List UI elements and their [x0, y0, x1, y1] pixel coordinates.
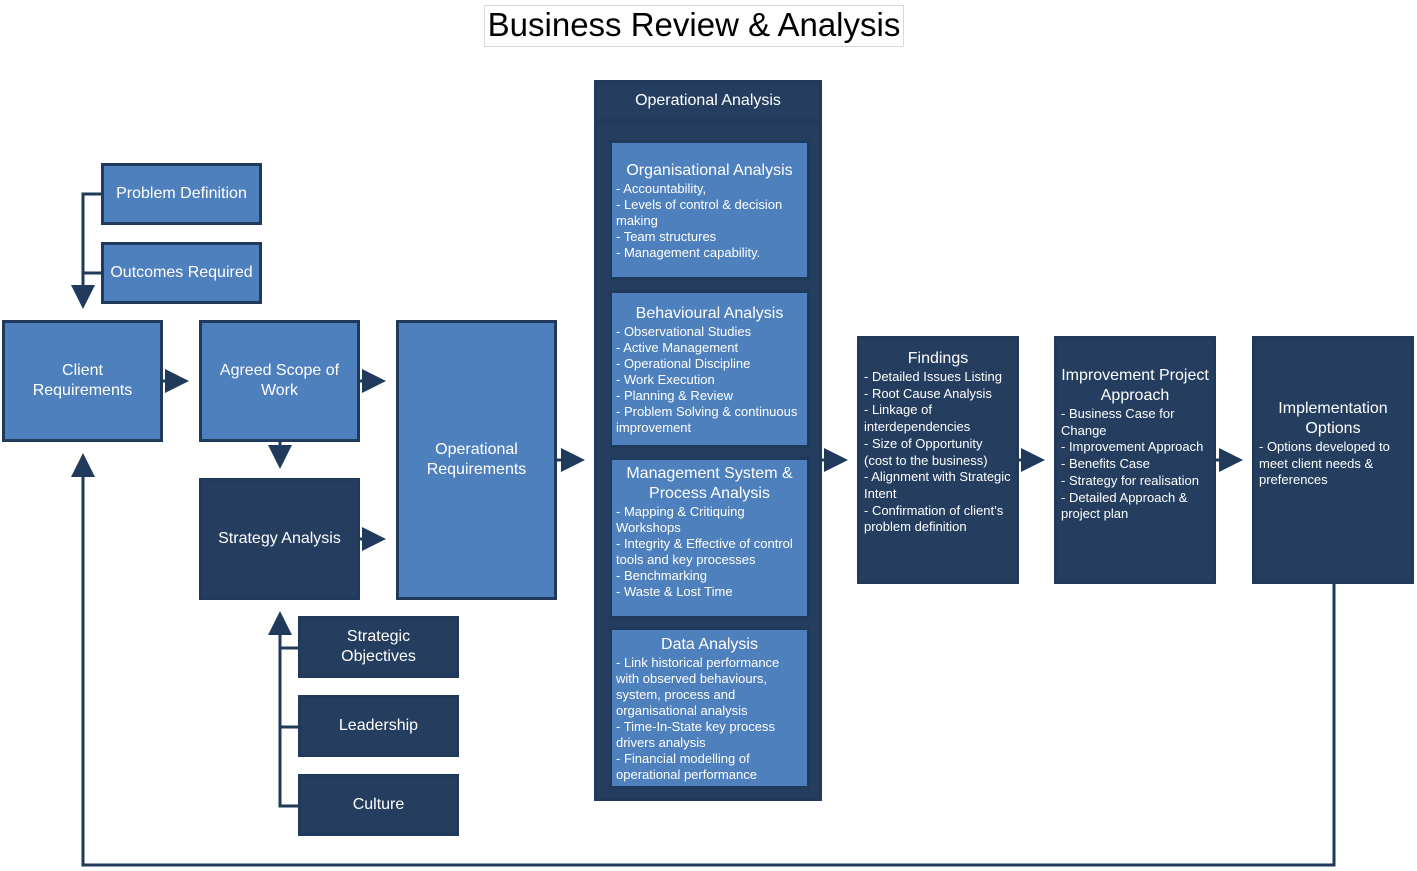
- operational-requirements-box: Operational Requirements: [396, 320, 557, 600]
- agreed-scope-label: Agreed Scope of Work: [219, 362, 340, 399]
- strategic-objectives-box: Strategic Objectives: [298, 616, 459, 678]
- culture-label: Culture: [352, 796, 405, 813]
- outcomes-required-label: Outcomes Required: [110, 264, 253, 281]
- outcomes-required-box: Outcomes Required: [101, 242, 262, 304]
- agreed-scope-box: Agreed Scope of Work: [199, 320, 360, 442]
- implementation-heading: Implementation Options: [1278, 400, 1388, 437]
- strategy-analysis-label: Strategy Analysis: [218, 530, 341, 547]
- diagram-title: Business Review & Analysis: [484, 5, 904, 47]
- management-system-section: Management System & Process Analysis - M…: [609, 457, 810, 619]
- operational-analysis-title: Operational Analysis: [635, 92, 781, 109]
- implementation-box: Implementation Options - Options develop…: [1252, 336, 1414, 584]
- connector-problem-definition: [71, 192, 102, 309]
- organisational-analysis-heading: Organisational Analysis: [626, 162, 793, 179]
- connector-inputs-to-strategy: [268, 611, 299, 808]
- behavioural-analysis-heading: Behavioural Analysis: [635, 305, 784, 322]
- data-analysis-text: - Link historical performance with obser…: [616, 655, 780, 782]
- findings-heading: Findings: [907, 350, 969, 367]
- leadership-label: Leadership: [338, 717, 419, 734]
- culture-box: Culture: [298, 774, 459, 836]
- management-system-heading: Management System & Process Analysis: [626, 465, 793, 502]
- data-analysis-section: Data Analysis - Link historical performa…: [609, 627, 810, 789]
- strategy-analysis-box: Strategy Analysis: [199, 478, 360, 600]
- improvement-heading: Improvement Project Approach: [1061, 367, 1209, 404]
- strategic-objectives-label: Strategic Objectives: [341, 628, 416, 665]
- improvement-text: - Business Case for Change - Improvement…: [1061, 406, 1204, 522]
- organisational-analysis-text: - Accountability, - Levels of control & …: [616, 181, 783, 260]
- operational-analysis-header: Operational Analysis: [594, 80, 822, 122]
- connector-feedback-loop: [71, 453, 1336, 867]
- client-requirements-box: Client Requirements: [2, 320, 163, 442]
- problem-definition-box: Problem Definition: [101, 163, 262, 225]
- problem-definition-label: Problem Definition: [116, 185, 247, 202]
- data-analysis-heading: Data Analysis: [661, 636, 758, 653]
- findings-box: Findings - Detailed Issues Listing - Roo…: [857, 336, 1019, 584]
- implementation-text: - Options developed to meet client needs…: [1259, 439, 1390, 488]
- organisational-analysis-section: Organisational Analysis - Accountability…: [609, 140, 810, 280]
- management-system-text: - Mapping & Critiquing Workshops - Integ…: [616, 504, 793, 599]
- findings-text: - Detailed Issues Listing - Root Cause A…: [864, 369, 1011, 535]
- behavioural-analysis-text: - Observational Studies - Active Managem…: [616, 324, 798, 435]
- client-requirements-label: Client Requirements: [32, 362, 133, 399]
- leadership-box: Leadership: [298, 695, 459, 757]
- behavioural-analysis-section: Behavioural Analysis - Observational Stu…: [609, 290, 810, 448]
- improvement-box: Improvement Project Approach - Business …: [1054, 336, 1216, 584]
- operational-requirements-label: Operational Requirements: [426, 441, 527, 478]
